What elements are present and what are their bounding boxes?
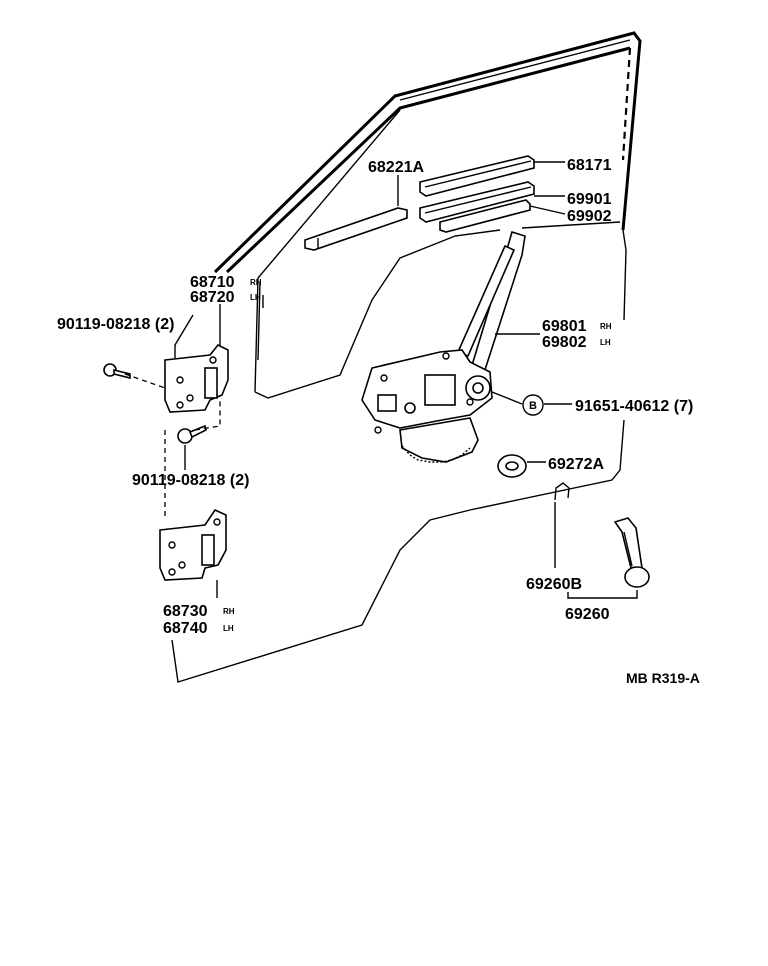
label-68710: 68710: [190, 274, 235, 291]
label-68171: 68171: [567, 157, 612, 174]
label-68740: 68740: [163, 620, 208, 637]
run-channel-69901: [419, 181, 535, 223]
upper-hinge: [164, 343, 229, 413]
bolt-90119-top: [103, 363, 131, 380]
crank-handle-69260: [613, 517, 650, 588]
label-68740-side: LH: [223, 624, 234, 633]
part-labels: 68221A 68171 69901 69902 68710 RH 68720 …: [57, 157, 700, 686]
label-68730: 68730: [163, 603, 208, 620]
label-68720-side: LH: [250, 293, 261, 302]
weatherstrip-68171: [419, 155, 535, 197]
label-69802: 69802: [542, 334, 587, 351]
weatherstrip-68221A: [304, 207, 408, 251]
label-69802-side: LH: [600, 338, 611, 347]
door-frame: [171, 31, 642, 683]
run-channel-69902: [439, 199, 531, 233]
lower-hinge: [159, 508, 227, 581]
label-69801-side: RH: [600, 322, 612, 331]
label-69272A: 69272A: [548, 456, 604, 473]
label-68720: 68720: [190, 289, 235, 306]
label-69801: 69801: [542, 318, 587, 335]
leader-lines: [124, 161, 638, 599]
label-90119-bottom: 90119-08218 (2): [132, 472, 249, 489]
label-90119-top: 90119-08218 (2): [57, 316, 174, 333]
label-68730-side: RH: [223, 607, 235, 616]
label-69901: 69901: [567, 191, 612, 208]
label-69260: 69260: [565, 606, 610, 623]
window-regulator: [361, 230, 526, 463]
label-68710-side: RH: [250, 278, 262, 287]
label-69902: 69902: [567, 208, 612, 225]
label-b-marker: B: [529, 400, 537, 412]
washer-69272A: [497, 454, 527, 478]
bolt-b-marker-circle: [522, 394, 544, 416]
clip-69260B: [554, 482, 570, 501]
label-91651: 91651-40612 (7): [575, 398, 693, 415]
label-68221A: 68221A: [368, 159, 424, 176]
label-69260B: 69260B: [526, 576, 582, 593]
bolt-90119-bottom: [177, 424, 207, 444]
diagram-reference-code: MB R319-A: [626, 670, 700, 686]
